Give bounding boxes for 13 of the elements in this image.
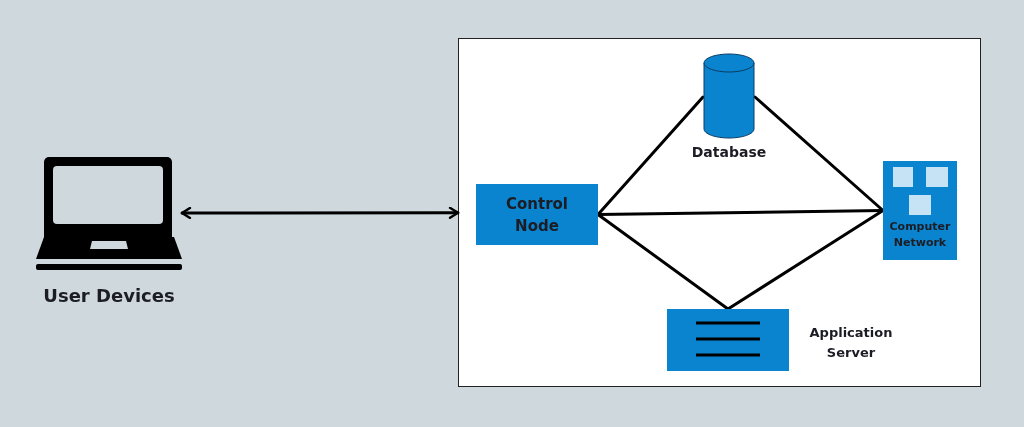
control-node-box: [476, 184, 598, 245]
system-frame: [458, 38, 981, 387]
double-arrow: [180, 206, 460, 220]
server-label: Application Server: [808, 324, 894, 362]
node-label: Computer Network: [888, 219, 952, 251]
connector-line: [726, 209, 885, 311]
connector-line: [753, 95, 885, 212]
network-node-box: [883, 161, 957, 260]
device-label: User Devices: [42, 285, 176, 307]
node-label: Control Node: [505, 193, 569, 237]
connector-line: [596, 213, 730, 311]
node-label: Database: [690, 143, 768, 161]
connector-line: [596, 95, 705, 216]
